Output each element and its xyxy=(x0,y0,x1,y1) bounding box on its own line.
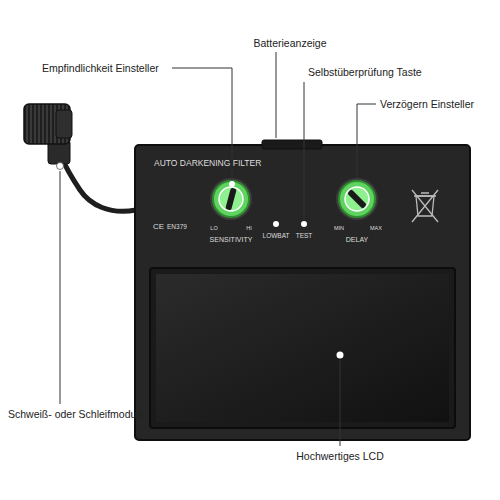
callout-label: Schweiß- oder Schleifmodus xyxy=(8,408,142,420)
panel-print: LOWBAT xyxy=(263,232,290,239)
panel-print: LO xyxy=(210,225,217,231)
callout-label: Batterieanzeige xyxy=(254,37,327,49)
panel-print: CE xyxy=(153,222,164,231)
panel-print: TEST xyxy=(296,232,313,239)
callout-label: Selbstüberprüfung Taste xyxy=(308,66,422,78)
panel-print: AUTO DARKENING FILTER xyxy=(152,159,263,169)
callout-label: Verzögern Einsteller xyxy=(380,98,474,110)
panel-print: EN379 xyxy=(167,223,187,230)
callout-label: Hochwertiges LCD xyxy=(296,450,384,462)
panel-print: MAX xyxy=(370,225,382,231)
panel-print: HI xyxy=(246,225,252,231)
callout-label: Empfindlichkeit Einsteller xyxy=(42,62,159,74)
panel-print: MIN xyxy=(334,225,344,231)
panel-print: DELAY xyxy=(346,236,368,244)
panel-print: SENSITIVITY xyxy=(210,236,253,244)
